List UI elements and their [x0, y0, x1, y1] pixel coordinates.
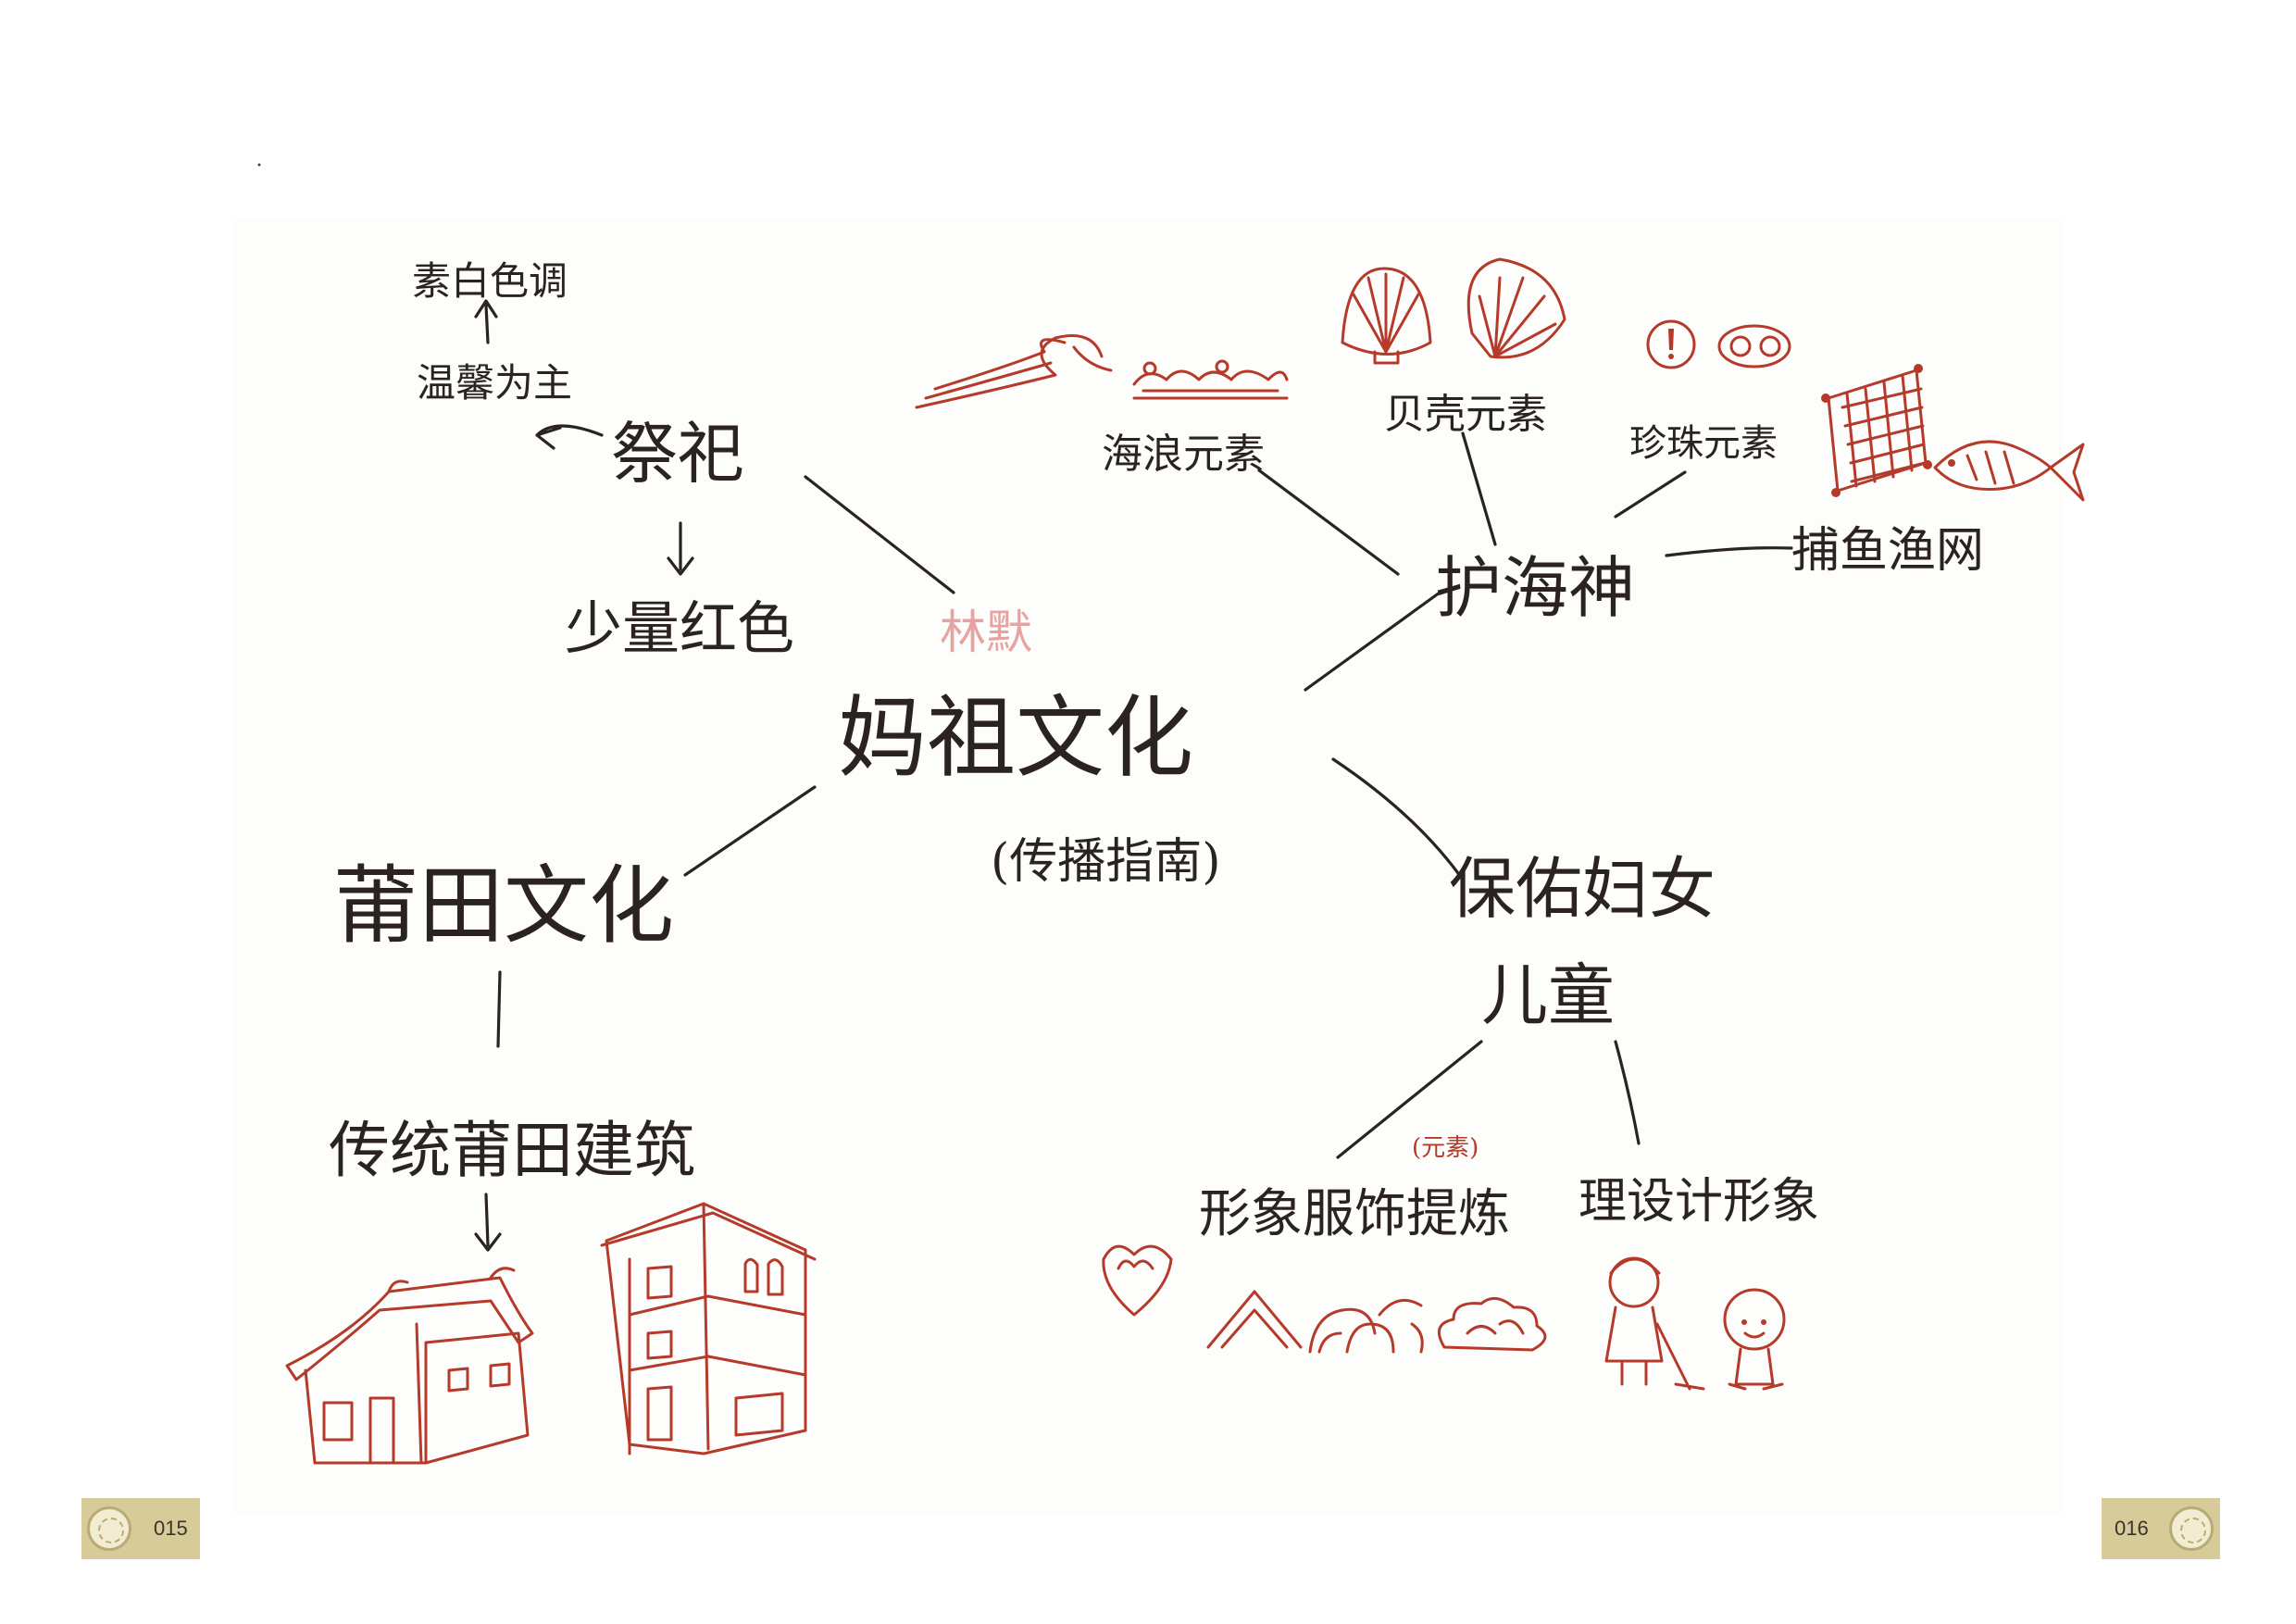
page-badge-left: 015: [81, 1498, 200, 1559]
putian-label: 莆田文化: [333, 856, 674, 956]
name-label: 林默: [940, 606, 1032, 659]
shell-icon: [1341, 267, 1432, 365]
line-net: [1665, 546, 1793, 557]
page-number-left: 015: [154, 1517, 188, 1540]
guardian-label: 护海神: [1435, 549, 1635, 627]
fishing-net-icon: [1821, 364, 1932, 497]
arrow-tone: [535, 424, 604, 450]
heart-swirl-icon: [1102, 1244, 1173, 1317]
net-label: 捕鱼渔网: [1791, 523, 1984, 579]
character-label: 理设计形象: [1578, 1174, 1819, 1230]
mazu-girl-character: [1604, 1256, 1705, 1391]
shells-label: 贝壳元素: [1384, 391, 1547, 438]
waves-label: 海浪元素: [1102, 431, 1265, 478]
ritual-label: 祭祀: [611, 415, 744, 493]
line-putian: [683, 785, 817, 877]
line-pearls: [1614, 470, 1687, 518]
page-badge-right: 016: [2102, 1498, 2220, 1559]
line-waves: [1257, 468, 1400, 576]
line-architecture: [496, 970, 502, 1048]
seal-icon: [87, 1506, 131, 1551]
arrow-palette: [474, 299, 498, 344]
palette-label: 素白色调: [412, 258, 568, 304]
accent-label: 少量红色: [565, 594, 794, 662]
traditional-house-icon: [285, 1267, 534, 1465]
costume-label: 形象服饰提炼: [1199, 1184, 1510, 1244]
center-subtitle: (传播指南): [991, 834, 1221, 890]
line-character: [1614, 1040, 1641, 1145]
scan-speck: [257, 163, 261, 167]
tone-label: 温馨为主: [417, 360, 572, 406]
page-number-right: 016: [2115, 1517, 2149, 1540]
shell-icon-2: [1466, 257, 1566, 359]
arrow-accent: [667, 521, 694, 576]
arrow-houses: [474, 1193, 502, 1252]
line-costume: [1336, 1040, 1483, 1159]
pearl-icon: [1646, 319, 1696, 369]
line-ritual: [804, 475, 955, 594]
wave-pattern-icon: [1308, 1298, 1424, 1354]
children-label-1: 保佑妇女: [1449, 850, 1716, 928]
costume-note: (元素): [1412, 1134, 1479, 1162]
tower-house-icon: [600, 1202, 817, 1455]
line-guardian: [1304, 591, 1441, 692]
children-label-2: 儿童: [1481, 956, 1615, 1034]
line-children: [1331, 757, 1465, 881]
fish-icon: [1933, 440, 2085, 502]
pearls-label: 珍珠元素: [1629, 422, 1778, 465]
architecture-label: 传统莆田建筑: [329, 1115, 695, 1186]
swirl-icon: [1717, 324, 1791, 369]
line-shells: [1461, 431, 1497, 546]
cloud-pattern-icon: [1437, 1296, 1547, 1352]
connector-lines: [474, 299, 1793, 1252]
mountain-icon: [1206, 1290, 1303, 1349]
seal-icon: [2168, 1506, 2214, 1551]
wave-sketch: [915, 334, 1289, 409]
center-title: 妈祖文化: [838, 686, 1193, 790]
boy-character: [1723, 1288, 1786, 1391]
